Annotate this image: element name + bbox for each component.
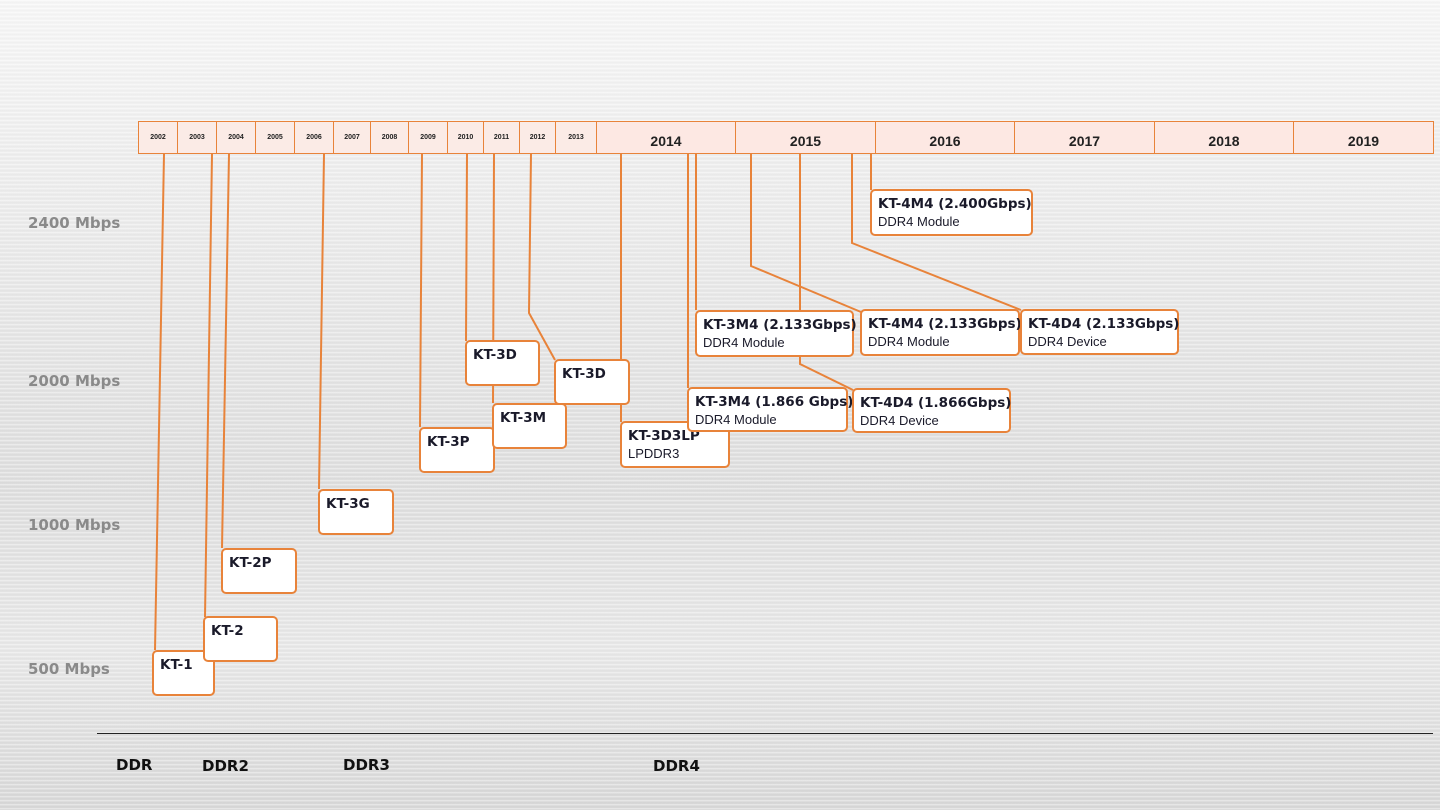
product-title: KT-1: [160, 657, 193, 673]
year-cell-2019: 2019: [1347, 132, 1380, 149]
y-label-1000: 1000 Mbps: [28, 516, 121, 534]
year-cell-2005: 2005: [256, 122, 295, 153]
product-title: KT-4D4 (2.133Gbps): [1028, 316, 1180, 332]
product-box-kt-2p: KT-2P: [221, 548, 297, 594]
product-box-kt-3m4-2133: KT-3M4 (2.133Gbps) DDR4 Module: [695, 310, 857, 357]
year-cell-2004: 2004: [217, 122, 256, 153]
product-title: KT-3M4 (2.133Gbps): [703, 317, 857, 333]
product-box-kt-3d-2012: KT-3D: [554, 359, 630, 405]
year-cell-2006: 2006: [295, 122, 334, 153]
product-subtitle: DDR4 Module: [695, 412, 777, 427]
product-title: KT-3G: [326, 496, 370, 512]
connector-kt-4m4-2133: [750, 154, 862, 313]
product-box-kt-3g: KT-3G: [318, 489, 394, 535]
year-cell-2003: 2003: [178, 122, 217, 153]
connector-kt-2: [204, 153, 213, 618]
year-cell-2002: 2002: [139, 122, 178, 153]
product-title: KT-2P: [229, 555, 272, 571]
generation-ddr4: DDR4: [653, 757, 700, 775]
generation-ddr: DDR: [116, 756, 153, 774]
y-label-2000: 2000 Mbps: [28, 372, 121, 390]
product-subtitle: LPDDR3: [628, 446, 680, 461]
year-cell-2015: 2015: [736, 122, 876, 153]
year-cell-2012: 2012: [520, 122, 556, 153]
year-cell-2008: 2008: [371, 122, 409, 153]
product-box-kt-3m: KT-3M: [492, 403, 567, 449]
year-cell-2016: 2016: [876, 122, 1015, 153]
year-cell-2010: 2010: [448, 122, 484, 153]
connector-kt-3p: [419, 153, 423, 428]
year-cell-2011: 2011: [484, 122, 520, 153]
product-box-kt-4d4-2133: KT-4D4 (2.133Gbps) DDR4 Device: [1020, 309, 1179, 355]
product-title: KT-2: [211, 623, 244, 639]
product-subtitle: DDR4 Module: [868, 334, 950, 349]
connector-kt-3d-a: [465, 153, 468, 342]
year-cell-2013: 2013: [556, 122, 597, 153]
y-label-500: 500 Mbps: [28, 660, 110, 678]
connector-kt-3d-b: [527, 153, 556, 361]
product-title: KT-3M4 (1.866 Gbps): [695, 394, 854, 410]
connector-kt-1: [154, 153, 165, 651]
year-timeline: 2002 2003 2004 2005 2006 2007 2008 2009 …: [138, 121, 1434, 154]
product-title: KT-3D: [562, 366, 606, 382]
product-box-kt-3m4-1866: KT-3M4 (1.866 Gbps) DDR4 Module: [687, 387, 854, 432]
product-subtitle: DDR4 Device: [1028, 334, 1107, 349]
product-title: KT-4M4 (2.133Gbps): [868, 316, 1022, 332]
year-cell-2017: 2017: [1015, 122, 1155, 153]
generation-ddr2: DDR2: [202, 757, 249, 775]
product-title: KT-3D: [473, 347, 517, 363]
product-subtitle: DDR4 Device: [860, 413, 939, 428]
product-title: KT-3P: [427, 434, 470, 450]
year-cell-2018: 2018: [1155, 122, 1294, 153]
generation-ddr3: DDR3: [343, 756, 390, 774]
product-box-kt-3p: KT-3P: [419, 427, 495, 473]
product-title: KT-3M: [500, 410, 547, 426]
year-cell-2009: 2009: [409, 122, 448, 153]
year-cell-2007: 2007: [334, 122, 371, 153]
product-title: KT-4D4 (1.866Gbps): [860, 395, 1012, 411]
product-box-kt-4m4-2133: KT-4M4 (2.133Gbps) DDR4 Module: [860, 309, 1022, 356]
product-box-kt-1: KT-1: [152, 650, 215, 696]
product-box-kt-4m4-2400: KT-4M4 (2.400Gbps) DDR4 Module: [870, 189, 1033, 236]
product-box-kt-4d4-1866: KT-4D4 (1.866Gbps) DDR4 Device: [852, 388, 1011, 433]
product-title: KT-3D3LP: [628, 428, 700, 444]
year-cell-2014: 2014: [597, 122, 736, 153]
y-label-2400: 2400 Mbps: [28, 214, 121, 232]
product-subtitle: DDR4 Module: [703, 335, 785, 350]
product-subtitle: DDR4 Module: [878, 214, 960, 229]
baseline-divider: [97, 733, 1433, 734]
product-box-kt-3d-2010: KT-3D: [465, 340, 540, 386]
product-title: KT-4M4 (2.400Gbps): [878, 196, 1032, 212]
connector-kt-2p: [221, 153, 230, 549]
connector-kt-3g: [318, 153, 325, 490]
product-box-kt-2: KT-2: [203, 616, 278, 662]
